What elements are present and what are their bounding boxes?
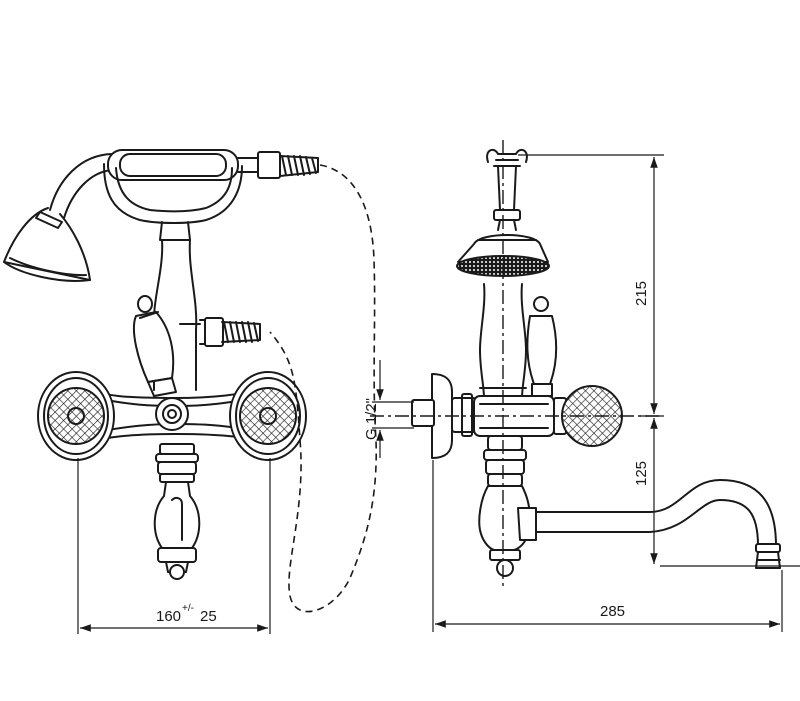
lower-stack [153, 443, 201, 580]
width-dimension: 160 +/- 25 [77, 458, 271, 634]
width-tolerance-value: 25 [200, 608, 217, 625]
right-knob-icon [229, 371, 307, 461]
thread-dimension: G 1/2" [363, 360, 414, 458]
side-knob-icon [553, 385, 623, 447]
width-label: 160 [156, 608, 181, 625]
height-dimensions: 215 125 [518, 154, 800, 567]
lever-handle-icon [132, 295, 177, 397]
mixer-body [79, 387, 277, 445]
projection-label: 285 [600, 603, 625, 620]
shower-head-icon [3, 207, 91, 282]
diverter-knob-icon [179, 317, 261, 347]
hose-line [269, 164, 378, 613]
wall-flange [411, 373, 477, 459]
height-lower-label: 125 [633, 461, 650, 486]
left-knob-icon [37, 371, 115, 461]
side-view: G 1/2" 215 125 285 [363, 140, 800, 632]
thread-label: G 1/2" [363, 398, 380, 440]
front-view: 160 +/- 25 [3, 149, 378, 634]
height-upper-label: 215 [633, 281, 650, 306]
spout-icon [517, 479, 781, 569]
width-tolerance: +/- [182, 603, 194, 614]
handset-grip [107, 149, 319, 181]
projection-dimension: 285 [432, 460, 783, 632]
